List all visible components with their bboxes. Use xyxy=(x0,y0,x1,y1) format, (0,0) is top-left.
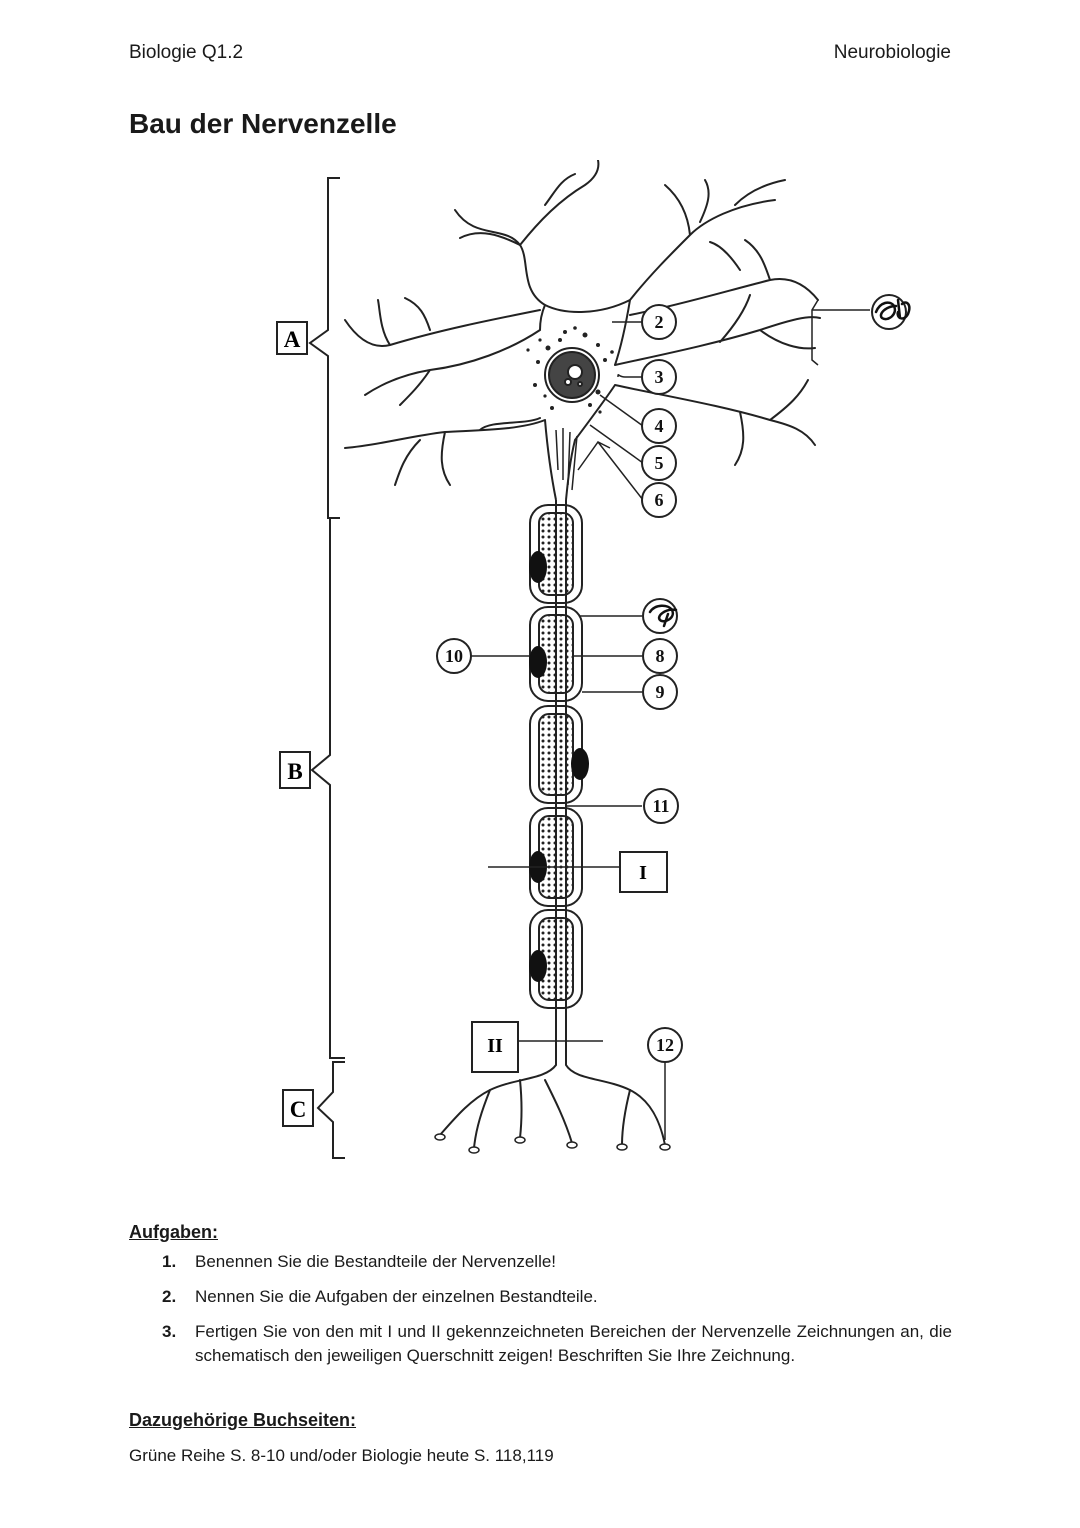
region-label-a: A xyxy=(276,321,308,355)
svg-text:I: I xyxy=(639,862,647,884)
neuron-diagram: A B C xyxy=(276,160,911,1159)
region-label-c: C xyxy=(282,1089,314,1127)
svg-text:C: C xyxy=(290,1097,307,1122)
cell-body xyxy=(539,299,631,501)
synaptic-knobs xyxy=(434,1133,671,1154)
task-number: 3. xyxy=(162,1322,177,1341)
nucleus xyxy=(544,347,600,403)
course-label: Biologie Q1.2 xyxy=(129,42,244,63)
axon-terminals xyxy=(439,1064,666,1149)
label-8: 8 xyxy=(656,646,665,666)
topic-label: Neurobiologie xyxy=(833,42,951,63)
task-text: Nennen Sie die Aufgaben der einzelnen Be… xyxy=(195,1287,598,1306)
label-2: 2 xyxy=(655,312,664,332)
task-item: 3. Fertigen Sie von den mit I und II gek… xyxy=(162,1320,952,1368)
task-list: 1. Benennen Sie die Bestandteile der Ner… xyxy=(162,1250,952,1379)
number-labels: 2 3 4 5 6 8 9 10 11 12 xyxy=(445,312,674,1055)
number-circles xyxy=(436,294,907,1063)
page-title: Bau der Nervenzelle xyxy=(129,108,397,139)
label-6: 6 xyxy=(655,490,664,510)
svg-text:II: II xyxy=(487,1035,503,1057)
svg-text:A: A xyxy=(284,327,301,352)
handwritten-scribbles xyxy=(648,298,911,628)
pages-heading: Dazugehörige Buchseiten: xyxy=(129,1410,357,1430)
svg-text:B: B xyxy=(287,759,302,784)
tasks-heading: Aufgaben: xyxy=(129,1222,218,1242)
leader-lines xyxy=(471,299,870,1140)
label-12: 12 xyxy=(656,1035,674,1055)
task-number: 2. xyxy=(162,1287,177,1306)
task-text: Fertigen Sie von den mit I und II gekenn… xyxy=(195,1322,952,1365)
label-9: 9 xyxy=(656,682,665,702)
region-label-b: B xyxy=(279,751,311,789)
organelles xyxy=(526,326,614,414)
pages-reference: Grüne Reihe S. 8-10 und/oder Biologie he… xyxy=(129,1446,554,1465)
section-label-ii: II xyxy=(471,1021,519,1073)
axon-core xyxy=(555,505,567,1010)
task-item: 2. Nennen Sie die Aufgaben der einzelnen… xyxy=(162,1285,952,1309)
schwann-nuclei xyxy=(529,551,589,982)
label-10: 10 xyxy=(445,646,463,666)
region-brackets xyxy=(308,177,345,1159)
neurofibrils xyxy=(555,428,578,491)
label-3: 3 xyxy=(655,367,664,387)
task-text: Benennen Sie die Bestandteile der Nerven… xyxy=(195,1252,557,1271)
task-number: 1. xyxy=(162,1252,177,1271)
task-item: 1. Benennen Sie die Bestandteile der Ner… xyxy=(162,1250,952,1274)
dendrites xyxy=(344,160,821,486)
section-label-i: I xyxy=(619,851,668,893)
label-11: 11 xyxy=(652,796,669,816)
label-4: 4 xyxy=(655,416,664,436)
label-5: 5 xyxy=(655,453,664,473)
